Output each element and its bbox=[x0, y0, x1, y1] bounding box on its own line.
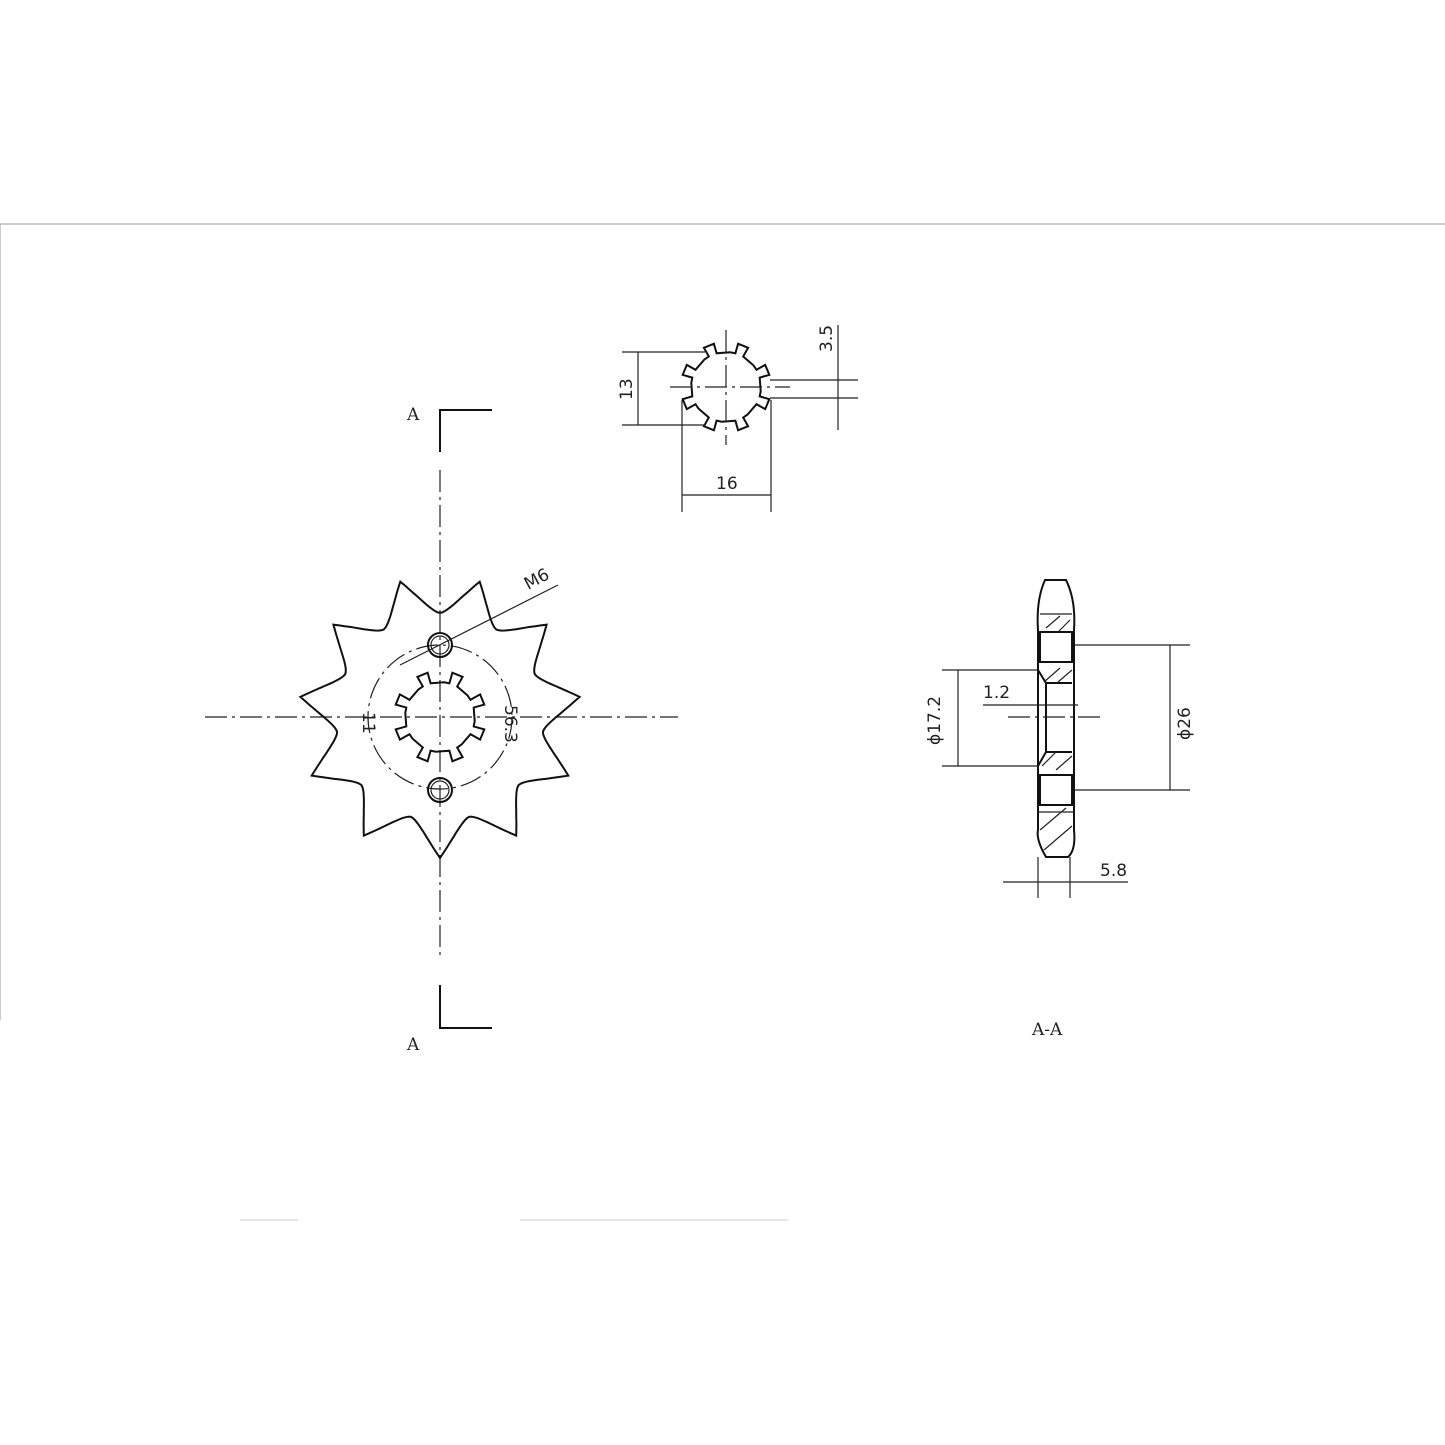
sprocket-teeth-outline bbox=[298, 579, 582, 860]
spline-width-label: 16 bbox=[716, 474, 738, 494]
thickness-label: 5.8 bbox=[1100, 861, 1127, 881]
spline-bore bbox=[394, 671, 486, 763]
section-marker-top-label: A bbox=[406, 405, 420, 425]
section-view-a-a: ϕ26 ϕ17.2 1.2 5.8 A-A bbox=[925, 579, 1195, 1040]
bolt-hole bbox=[427, 632, 453, 658]
key-width-label: 3.5 bbox=[817, 325, 837, 352]
spline-height-label: 13 bbox=[617, 378, 637, 400]
section-marker-bottom: A bbox=[406, 985, 492, 1055]
m6-leader bbox=[399, 584, 559, 666]
section-marker-bottom-label: A bbox=[406, 1035, 420, 1055]
sprocket-front-view: M6 11 56.3 bbox=[205, 470, 678, 955]
pcd-label-left: 11 bbox=[358, 712, 378, 734]
offset-label: 1.2 bbox=[983, 683, 1010, 703]
section-view-label: A-A bbox=[1031, 1020, 1063, 1040]
pitch-circle bbox=[367, 644, 513, 790]
pcd-label-right: 56.3 bbox=[500, 705, 520, 743]
hub-diameter-label: ϕ26 bbox=[1175, 707, 1195, 740]
spline-detail-view: 13 16 3.5 bbox=[617, 325, 858, 512]
bolt-hole bbox=[427, 777, 453, 803]
bore-diameter-label: ϕ17.2 bbox=[925, 696, 945, 745]
section-marker-top: A bbox=[406, 405, 492, 452]
